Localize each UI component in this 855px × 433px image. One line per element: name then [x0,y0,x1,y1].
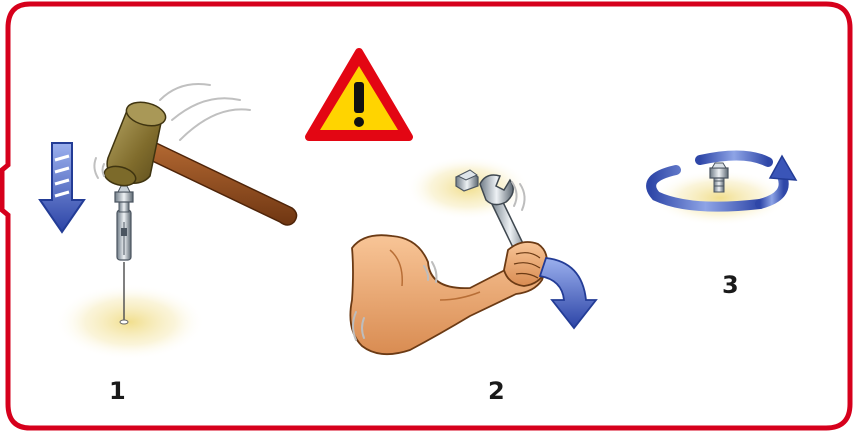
step-1-number: 1 [109,379,126,403]
hammer-icon [102,98,296,225]
warning-triangle-icon [309,52,409,137]
step-2-number: 2 [488,379,505,403]
step-1-illustration [40,84,297,360]
step-3-number: 3 [722,273,739,297]
rotate-arrow-icon [540,258,596,328]
step-2-illustration [350,156,596,354]
floor-glow-1 [55,284,205,360]
down-arrow-icon [40,143,84,232]
step-3-illustration [651,155,796,226]
arm-icon [350,235,547,354]
